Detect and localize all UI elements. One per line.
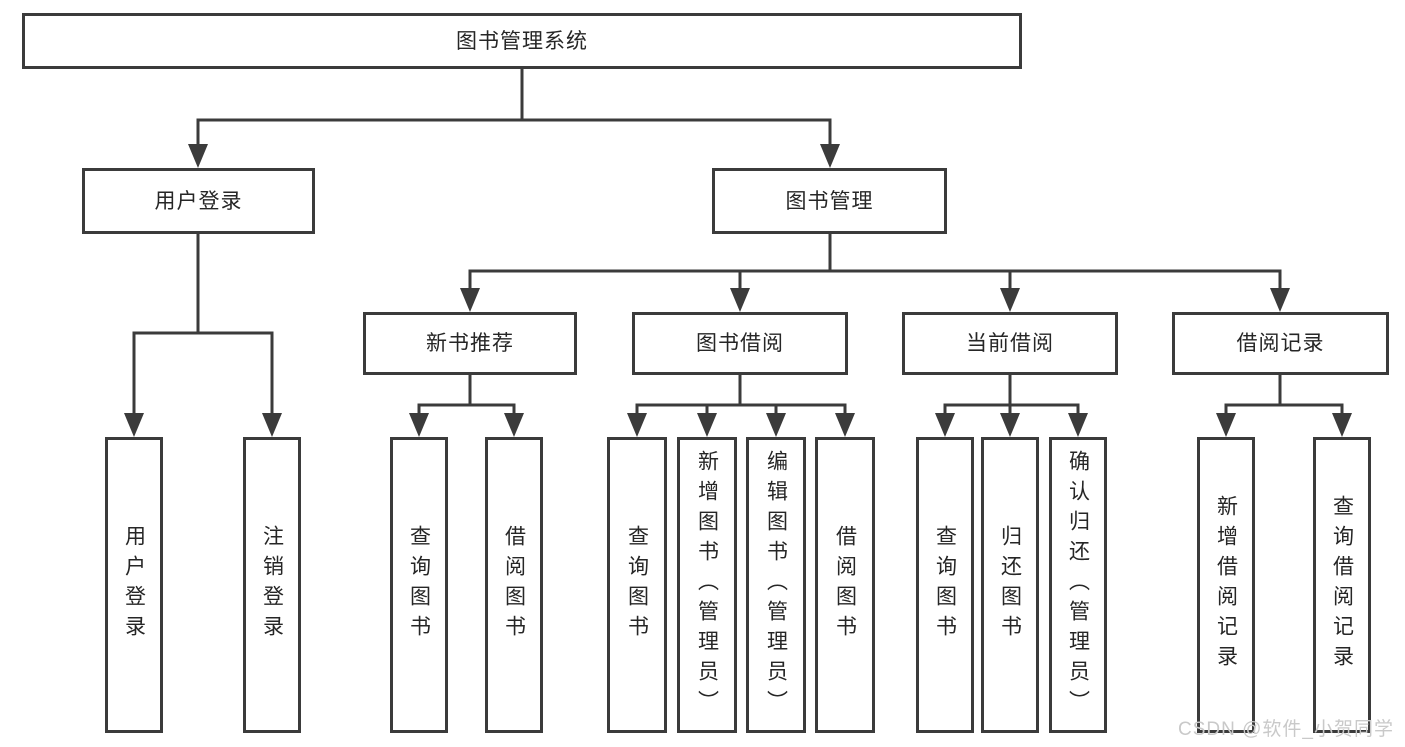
leaf-br-query-record-label: 查询借阅记录 bbox=[1330, 495, 1354, 675]
node-book-borrow-label: 图书借阅 bbox=[696, 332, 784, 355]
arrowhead-logout-leaf bbox=[262, 413, 282, 437]
node-user-login: 用户登录 bbox=[82, 168, 315, 234]
arrowhead-book-borrow bbox=[730, 288, 750, 312]
node-new-book-recommend: 新书推荐 bbox=[363, 312, 577, 375]
leaf-cb-return-books: 归还图书 bbox=[981, 437, 1039, 733]
leaf-bb-borrow-books-label: 借阅图书 bbox=[833, 525, 857, 645]
arrowhead-bb-edit bbox=[766, 413, 786, 437]
arrowhead-book-management bbox=[820, 144, 840, 168]
leaf-user-login: 用户登录 bbox=[105, 437, 163, 733]
leaf-bb-query-books: 查询图书 bbox=[607, 437, 667, 733]
leaf-nb-query-books: 查询图书 bbox=[390, 437, 448, 733]
leaf-bb-borrow-books: 借阅图书 bbox=[815, 437, 875, 733]
leaf-br-add-record: 新增借阅记录 bbox=[1197, 437, 1255, 733]
leaf-cb-confirm-return-admin: 确认归还（管理员） bbox=[1049, 437, 1107, 733]
arrowhead-nb-borrow bbox=[504, 413, 524, 437]
leaf-br-add-record-label: 新增借阅记录 bbox=[1214, 495, 1238, 675]
arrowhead-borrow-record bbox=[1270, 288, 1290, 312]
leaf-cb-query-books: 查询图书 bbox=[916, 437, 974, 733]
arrowhead-br-add bbox=[1216, 413, 1236, 437]
arrowhead-current-borrow bbox=[1000, 288, 1020, 312]
leaf-cb-return-books-label: 归还图书 bbox=[998, 525, 1022, 645]
leaf-logout: 注销登录 bbox=[243, 437, 301, 733]
arrowhead-user-login bbox=[188, 144, 208, 168]
leaf-logout-label: 注销登录 bbox=[260, 525, 284, 645]
node-current-borrow: 当前借阅 bbox=[902, 312, 1118, 375]
leaf-bb-query-books-label: 查询图书 bbox=[625, 525, 649, 645]
arrowhead-cb-return bbox=[1000, 413, 1020, 437]
arrowhead-bb-query bbox=[627, 413, 647, 437]
node-user-login-label: 用户登录 bbox=[154, 189, 243, 213]
arrowhead-cb-query bbox=[935, 413, 955, 437]
leaf-nb-borrow-books: 借阅图书 bbox=[485, 437, 543, 733]
node-book-borrow: 图书借阅 bbox=[632, 312, 848, 375]
leaf-bb-add-books-admin-label: 新增图书（管理员） bbox=[695, 450, 719, 720]
arrowhead-bb-borrow bbox=[835, 413, 855, 437]
node-root-label: 图书管理系统 bbox=[456, 29, 588, 53]
leaf-bb-edit-books-admin-label: 编辑图书（管理员） bbox=[764, 450, 788, 720]
leaf-cb-query-books-label: 查询图书 bbox=[933, 525, 957, 645]
node-current-borrow-label: 当前借阅 bbox=[966, 332, 1054, 355]
arrowhead-cb-confirm bbox=[1068, 413, 1088, 437]
leaf-cb-confirm-return-admin-label: 确认归还（管理员） bbox=[1066, 450, 1090, 720]
node-borrow-record: 借阅记录 bbox=[1172, 312, 1389, 375]
leaf-bb-edit-books-admin: 编辑图书（管理员） bbox=[746, 437, 806, 733]
leaf-br-query-record: 查询借阅记录 bbox=[1313, 437, 1371, 733]
arrowhead-new-book bbox=[460, 288, 480, 312]
node-root: 图书管理系统 bbox=[22, 13, 1022, 69]
leaf-nb-borrow-books-label: 借阅图书 bbox=[502, 525, 526, 645]
node-new-book-recommend-label: 新书推荐 bbox=[426, 332, 514, 355]
csdn-watermark: CSDN @软件_小贺同学 bbox=[1178, 719, 1394, 740]
arrowhead-br-query bbox=[1332, 413, 1352, 437]
arrowhead-bb-add bbox=[697, 413, 717, 437]
node-borrow-record-label: 借阅记录 bbox=[1236, 332, 1325, 355]
leaf-nb-query-books-label: 查询图书 bbox=[407, 525, 431, 645]
arrowhead-nb-query bbox=[409, 413, 429, 437]
node-book-management-label: 图书管理 bbox=[785, 189, 874, 213]
node-book-management: 图书管理 bbox=[712, 168, 947, 234]
leaf-bb-add-books-admin: 新增图书（管理员） bbox=[677, 437, 737, 733]
arrowhead-login-leaf bbox=[124, 413, 144, 437]
leaf-user-login-label: 用户登录 bbox=[122, 525, 146, 645]
